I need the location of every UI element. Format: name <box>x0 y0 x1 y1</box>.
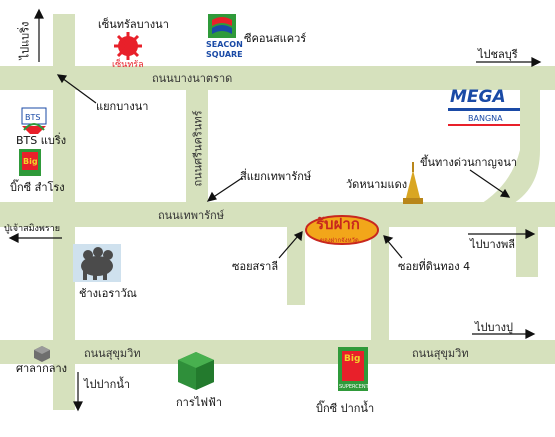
label-erawan: ช้างเอราวัณ <box>79 287 137 300</box>
bts-logo-icon <box>21 107 47 134</box>
direction-to-chonburi: ไปชลบุรี <box>478 48 518 61</box>
arrow-soi-thidin <box>383 235 403 259</box>
arrow-to-bangpu <box>472 329 536 339</box>
pagoda-icon <box>403 162 423 204</box>
road-label-srinakarin: ถนนศรีนครินทร์ <box>191 110 205 187</box>
arrow-bangna-junction <box>56 74 97 104</box>
central-logo-icon <box>114 32 142 60</box>
label-mega-logo: MEGA <box>450 87 506 107</box>
road-theparak <box>0 202 555 227</box>
label-bigc-paknam-logo: Big <box>344 354 361 364</box>
arrow-to-paknam <box>73 372 83 412</box>
label-bigc-samrong-logo: Big <box>23 157 38 166</box>
road-label-theparak: ถนนเทพารักษ์ <box>158 209 224 222</box>
direction-to-bearing: ไปแบริ่ง <box>18 21 32 60</box>
arrow-expressway <box>469 169 511 198</box>
label-bts-logo: BTS <box>25 113 41 122</box>
road-expressway-ramp <box>470 90 540 210</box>
direction-to-bangpu: ไปบางปู <box>475 321 514 334</box>
road-label-bangna-trad: ถนนบางนาตราด <box>152 72 233 85</box>
bigc-samrong-logo-icon <box>19 149 41 176</box>
label-bts-bearing: BTS แบริ่ง <box>16 134 67 147</box>
label-soi-sarasi: ซอยสราลี <box>232 260 279 273</box>
road-bangna-trad <box>0 66 555 90</box>
mega-logo-icon <box>448 108 520 126</box>
city-hall-icon <box>34 346 50 362</box>
arrow-soi-sarasi <box>278 231 303 259</box>
road-left-vertical <box>53 14 75 410</box>
label-expressway: ขึ้นทางด่วนกาญจนา <box>420 156 518 169</box>
road-label-sukhumvit-left: ถนนสุขุมวิท <box>84 347 141 360</box>
label-mega-sub: BANGNA <box>468 114 503 123</box>
label-seacon-square: ซีคอนสแควร์ <box>244 32 307 45</box>
direction-to-bangphli: ไปบางพลี <box>470 238 516 251</box>
label-bigc-paknam: บิ๊กซี ปากน้ำ <box>316 402 375 415</box>
road-srinakarin <box>186 90 208 202</box>
road-label-sukhumvit-right: ถนนสุขุมวิท <box>412 347 469 360</box>
label-bangna-junction: แยกบางนา <box>96 100 149 113</box>
direction-to-chao-samphraya: ปู่เจ้าสมิงพราย <box>4 224 61 234</box>
electricity-office-icon <box>178 352 214 390</box>
label-store-logo: รับฝาก <box>316 215 360 233</box>
bigc-paknam-logo-icon <box>338 347 368 391</box>
direction-arrows <box>8 8 542 412</box>
label-seacon-logo-1: SEACON <box>206 40 243 49</box>
elephant-statue-icon <box>73 244 121 282</box>
arrow-to-bangphli <box>468 229 536 239</box>
arrow-to-chonburi <box>476 57 542 67</box>
label-wat-namdaeng: วัดหนามแดง <box>346 178 408 191</box>
seacon-logo-icon <box>208 14 236 38</box>
road-sukhumvit <box>0 340 555 364</box>
label-bigc-paknam-sub: SUPERCENTER <box>339 384 376 390</box>
arrow-to-bearing <box>34 8 44 62</box>
direction-to-paknam: ไปปากน้ำ <box>84 378 131 391</box>
label-central-bangna: เซ็นทรัลบางนา <box>98 18 169 31</box>
road-soi-thidin <box>371 227 389 340</box>
road-right-vertical <box>516 227 538 277</box>
label-seacon-logo-2: SQUARE <box>206 50 243 59</box>
label-bigc-samrong: บิ๊กซี สำโรง <box>10 181 65 194</box>
label-sala-klang: ศาลากลาง <box>16 362 68 375</box>
store-logo-icon <box>305 215 379 245</box>
label-store-sub: ของฝากจังหวัด <box>320 237 359 244</box>
road-network <box>0 14 555 410</box>
label-central-logo: เซ็นทรัล <box>112 60 144 70</box>
arrow-theparak-junction <box>206 177 243 202</box>
road-soi-sarasi <box>287 227 305 305</box>
arrow-to-chao-samphraya <box>8 233 62 243</box>
label-theparak-junction: สี่แยกเทพารักษ์ <box>240 170 312 183</box>
label-soi-thidin: ซอยที่ดินทอง 4 <box>398 260 471 273</box>
label-electricity: การไฟฟ้า <box>176 396 223 409</box>
